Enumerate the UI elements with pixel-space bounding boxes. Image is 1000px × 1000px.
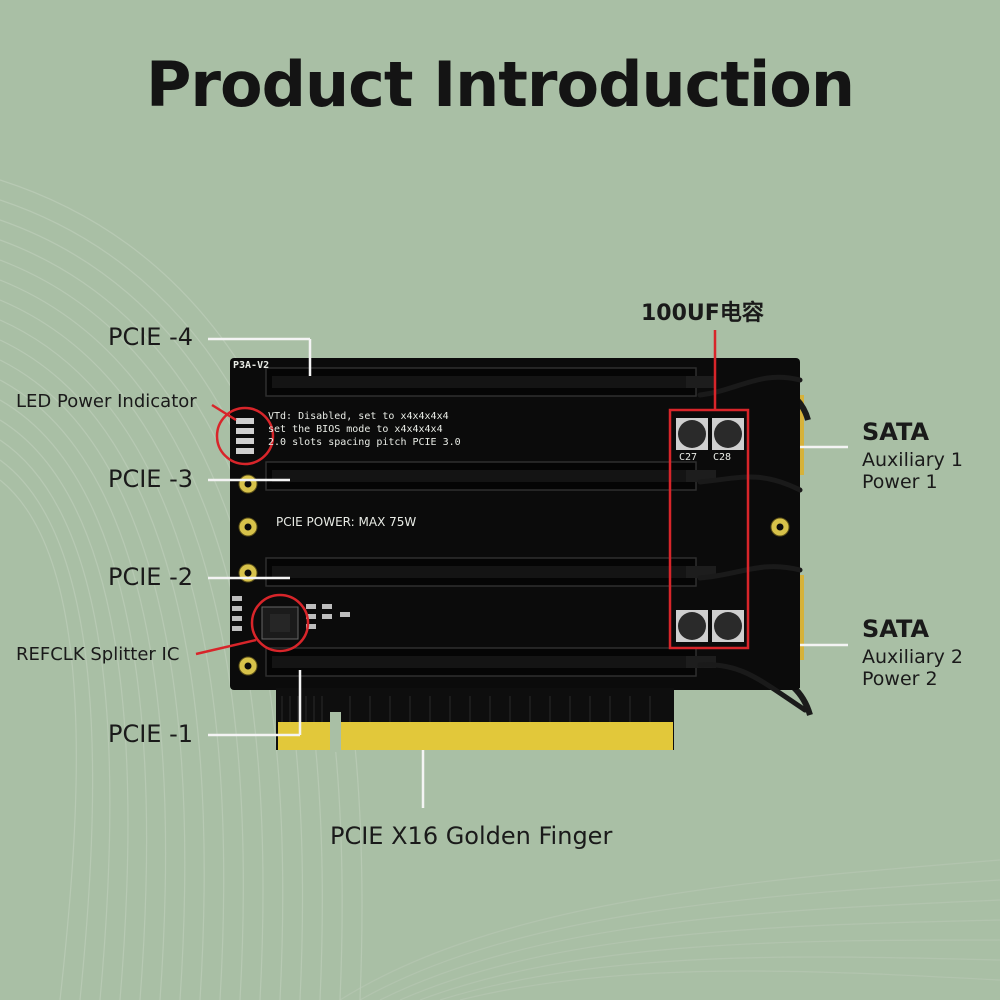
page-title: Product Introduction xyxy=(145,48,855,121)
pcie-slot-4 xyxy=(265,367,716,397)
label-capacitor: 100UF电容 xyxy=(641,301,764,326)
pcie-slot-1 xyxy=(265,647,716,677)
label-sata-1-line2: Auxiliary 1 xyxy=(862,449,963,471)
label-sata-1-title: SATA xyxy=(862,418,930,446)
label-sata-2-line2: Auxiliary 2 xyxy=(862,646,963,668)
capacitor xyxy=(712,610,744,642)
pcie-slot-3 xyxy=(265,461,716,491)
led-highlight xyxy=(215,406,275,466)
capacitor-highlight xyxy=(668,408,750,650)
capacitor-label-c27: C27 xyxy=(679,452,698,463)
label-pcie-4: PCIE -4 xyxy=(108,323,194,351)
board-note-2: set the BIOS mode to x4x4x4x4 xyxy=(268,424,443,435)
label-sata-1-line3: Power 1 xyxy=(862,471,938,493)
capacitor-label-c28: C28 xyxy=(713,452,732,463)
label-pcie-3: PCIE -3 xyxy=(108,465,194,493)
led-indicators xyxy=(236,418,254,454)
label-pcie-2: PCIE -2 xyxy=(108,563,194,591)
label-pcie-1: PCIE -1 xyxy=(108,720,194,748)
board-model: P3A-V2 xyxy=(233,360,270,371)
pcb-body xyxy=(230,358,800,690)
board-note-3: 2.0 slots spacing pitch PCIE 3.0 xyxy=(268,437,461,448)
label-sata-2-title: SATA xyxy=(862,615,930,643)
capacitor xyxy=(676,610,708,642)
capacitor xyxy=(676,418,708,450)
capacitor xyxy=(712,418,744,450)
refclk-chip xyxy=(261,606,299,640)
label-sata-2-line3: Power 2 xyxy=(862,668,938,690)
label-refclk-splitter: REFCLK Splitter IC xyxy=(16,644,180,665)
label-golden-finger: PCIE X16 Golden Finger xyxy=(330,822,613,850)
pcie-slot-2 xyxy=(265,557,716,587)
label-led-power-indicator: LED Power Indicator xyxy=(16,391,197,412)
refclk-highlight xyxy=(250,593,310,653)
golden-finger xyxy=(276,688,674,752)
board-note-1: VTd: Disabled, set to x4x4x4x4 xyxy=(268,411,449,422)
board-power-text: PCIE POWER: MAX 75W xyxy=(276,515,417,529)
